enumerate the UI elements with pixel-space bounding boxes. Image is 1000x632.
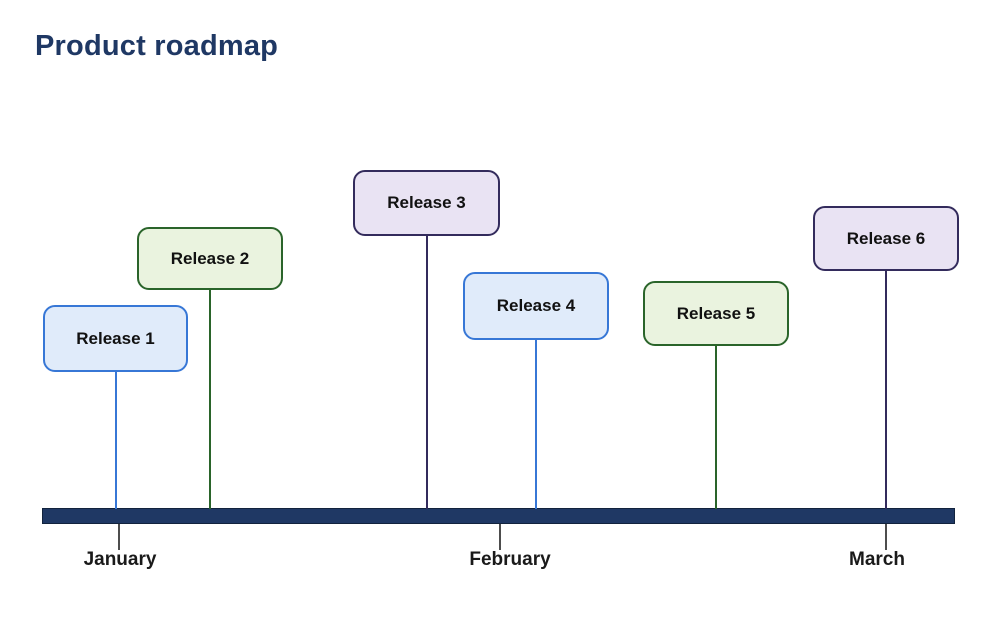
release-stem <box>115 372 117 509</box>
release-stem <box>535 340 537 509</box>
release-stem <box>715 346 717 509</box>
month-tick <box>499 524 501 550</box>
release-box: Release 6 <box>813 206 959 271</box>
release-stem <box>885 271 887 509</box>
month-label: March <box>849 549 905 570</box>
release-box: Release 5 <box>643 281 789 346</box>
release-stem <box>426 236 428 509</box>
month-tick <box>885 524 887 550</box>
month-label: January <box>83 549 157 570</box>
page-title: Product roadmap <box>35 30 279 62</box>
month-tick <box>118 524 120 550</box>
release-box: Release 1 <box>43 305 188 372</box>
release-box: Release 2 <box>137 227 283 290</box>
release-stem <box>209 290 211 509</box>
timeline-bar <box>42 508 955 524</box>
month-label: February <box>469 549 551 570</box>
release-box: Release 3 <box>353 170 500 236</box>
release-box: Release 4 <box>463 272 609 340</box>
